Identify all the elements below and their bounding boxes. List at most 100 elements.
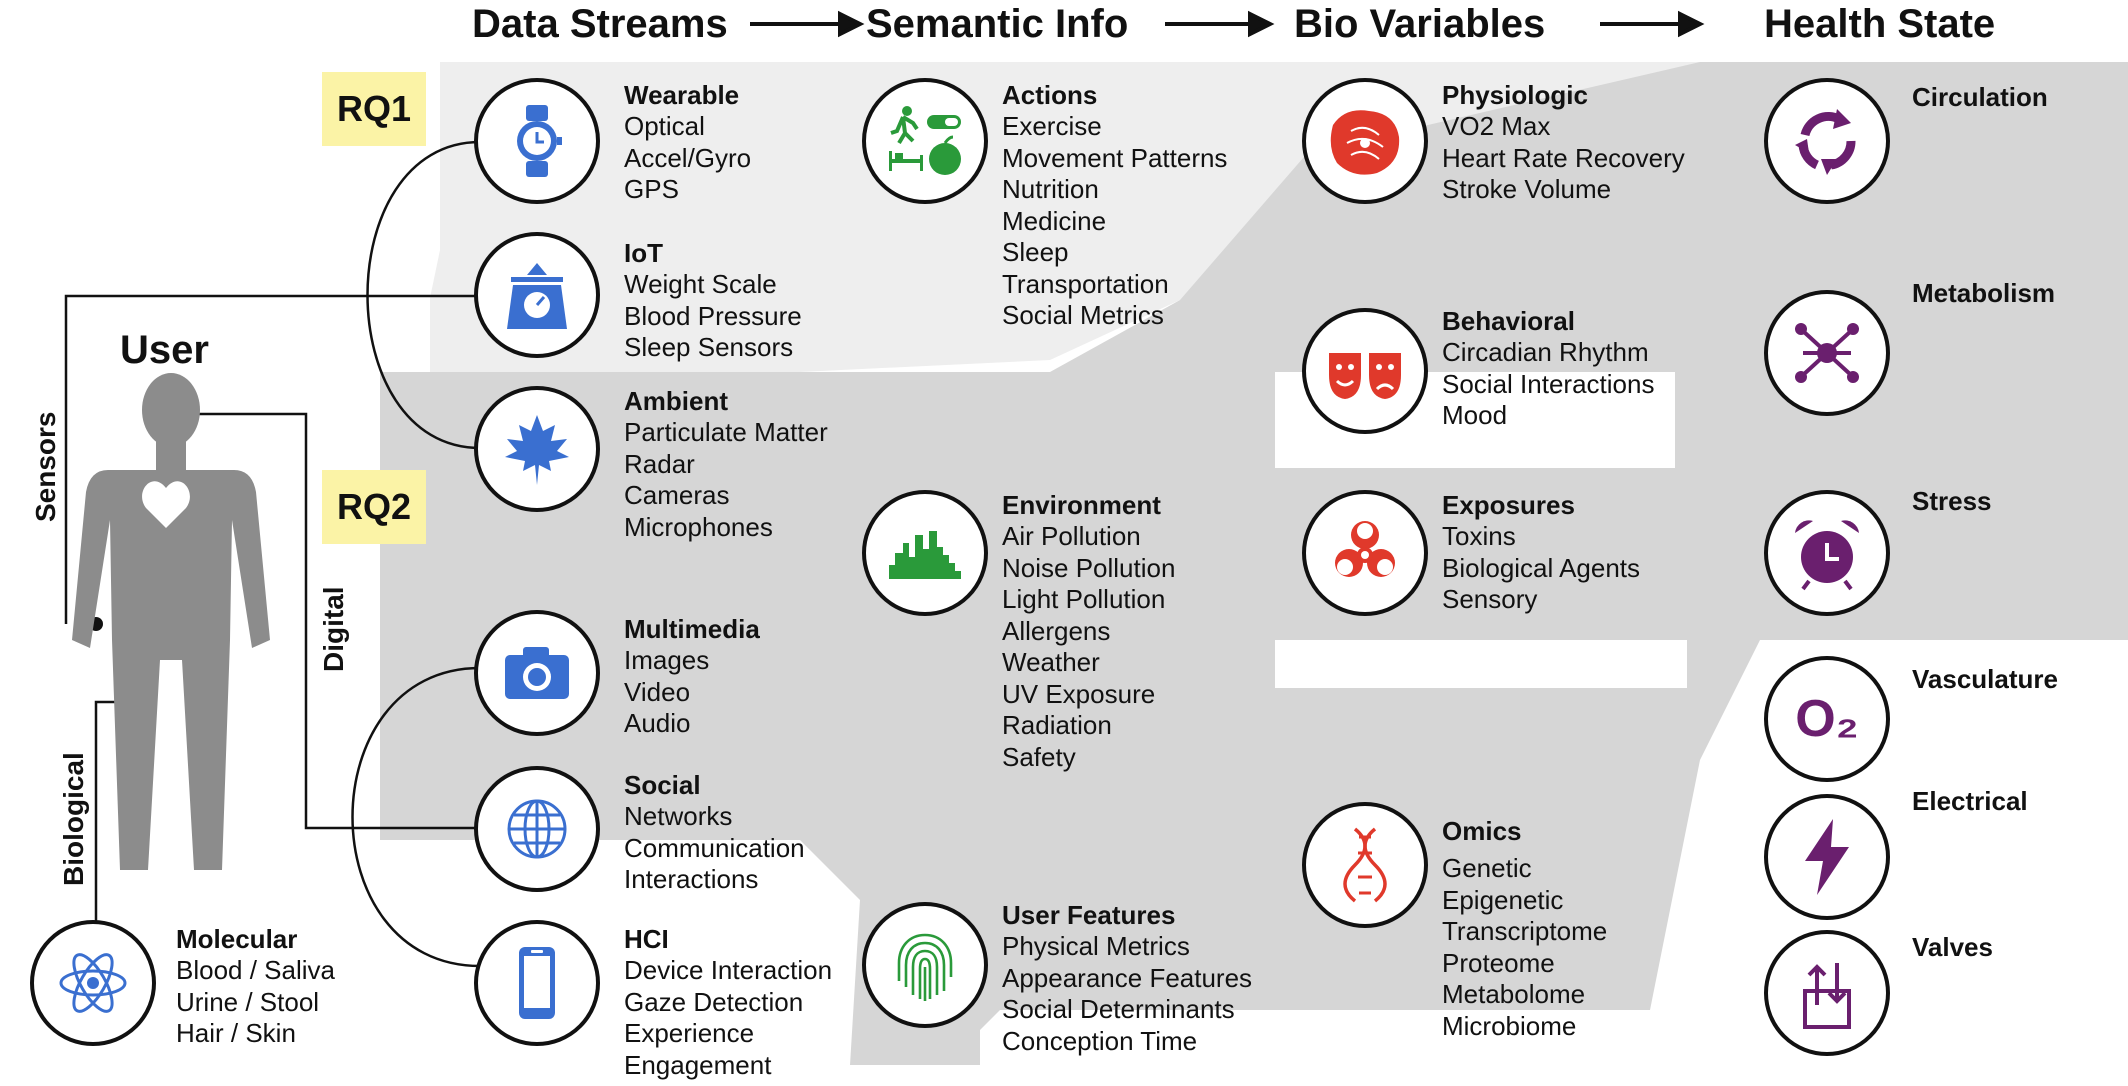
actions-item: Movement Patterns — [1002, 142, 1228, 173]
actions-item: Transportation — [1002, 268, 1169, 299]
biological-label: Biological — [58, 752, 89, 886]
lightning-bolt-icon — [1805, 819, 1849, 895]
user-features-item: Conception Time — [1002, 1025, 1198, 1056]
ambient-item: Radar — [624, 448, 695, 479]
wearable-item: GPS — [624, 174, 679, 204]
scale-icon — [507, 263, 567, 329]
phone-icon — [519, 947, 555, 1019]
user-features-title: User Features — [1002, 900, 1176, 930]
environment-item: Weather — [1002, 647, 1100, 677]
behavioral-card: Behavioral Circadian Rhythm Social Inter… — [1442, 306, 1654, 432]
exposures-circle — [1302, 490, 1428, 616]
activities-icon — [889, 106, 961, 175]
molecular-circle — [30, 920, 156, 1046]
social-circle — [474, 766, 600, 892]
oxygen-icon: O₂ — [1795, 690, 1859, 748]
heart-icon — [142, 481, 190, 528]
iot-item: Weight Scale — [624, 269, 777, 299]
sensors-label: Sensors — [30, 411, 61, 523]
actions-item: Social Metrics — [1002, 300, 1164, 330]
hci-item: Device Interaction — [624, 955, 833, 985]
hci-title: HCI — [624, 924, 669, 954]
omics-item: Microbiome — [1442, 1010, 1577, 1041]
exposures-item: Biological Agents — [1442, 552, 1641, 583]
header-semantic-info: Semantic Info — [866, 2, 1129, 46]
fingerprint-icon — [897, 933, 953, 1001]
exposures-item: Sensory — [1442, 584, 1538, 614]
multimedia-card: Multimedia Images Video Audio — [624, 614, 760, 740]
social-item: Communication — [624, 832, 805, 863]
behavioral-item: Social Interactions — [1442, 368, 1655, 399]
header-health-state: Health State — [1764, 2, 1996, 46]
rq2-tag: RQ2 — [322, 470, 426, 544]
multimedia-item: Audio — [624, 708, 691, 738]
electrical-label: Electrical — [1912, 786, 2028, 816]
user-features-item: Physical Metrics — [1002, 931, 1190, 961]
environment-item: Air Pollution — [1002, 521, 1141, 551]
vasculature-label: Vasculature — [1912, 664, 2058, 694]
molecular-item: Blood / Saliva — [176, 955, 335, 985]
alarm-clock-icon — [1795, 520, 1859, 591]
environment-title: Environment — [1002, 490, 1161, 520]
stress-label: Stress — [1912, 486, 1992, 516]
physiologic-item: Heart Rate Recovery — [1442, 142, 1685, 173]
rq1-tag: RQ1 — [322, 72, 426, 146]
social-item: Networks — [624, 801, 733, 831]
header-bio-variables: Bio Variables — [1294, 2, 1546, 46]
ambient-circle — [474, 386, 600, 512]
cycle-arrows-icon — [1795, 109, 1856, 175]
cutout-exposures — [1275, 640, 1687, 688]
molecular-card: Molecular Blood / Saliva Urine / Stool H… — [176, 924, 335, 1050]
wearable-circle — [474, 78, 600, 204]
multimedia-item: Images — [624, 645, 710, 675]
social-item: Interactions — [624, 864, 759, 894]
metabolism-label: Metabolism — [1912, 278, 2056, 308]
digital-label: Digital — [318, 586, 349, 672]
valve-icon — [1803, 963, 1851, 1029]
environment-card: Environment Air Pollution Noise Pollutio… — [1002, 490, 1175, 773]
environment-item: Safety — [1002, 741, 1076, 772]
ambient-item: Cameras — [624, 480, 730, 510]
multimedia-title: Multimedia — [624, 614, 760, 644]
connector-lines — [64, 140, 481, 968]
iot-title: IoT — [624, 238, 663, 268]
valves-label: Valves — [1912, 932, 1993, 962]
header-arrows — [750, 10, 1705, 38]
actions-circle — [862, 78, 988, 204]
globe-icon — [507, 799, 567, 859]
environment-item: UV Exposure — [1002, 678, 1156, 709]
user-features-item: Social Determinants — [1002, 994, 1235, 1024]
user-features-item: Appearance Features — [1002, 962, 1253, 993]
omics-item: Genetic — [1442, 853, 1532, 883]
iot-item: Blood Pressure — [624, 300, 802, 331]
environment-item: Radiation — [1002, 710, 1112, 740]
metabolism-circle — [1764, 290, 1890, 416]
molecular-item: Urine / Stool — [176, 986, 320, 1017]
actions-card: Actions Exercise Movement Patterns Nutri… — [1002, 80, 1227, 332]
wearable-item: Optical — [624, 111, 705, 141]
behavioral-item: Circadian Rhythm — [1442, 337, 1649, 367]
molecular-item: Hair / Skin — [176, 1018, 296, 1048]
stress-circle — [1764, 490, 1890, 616]
valves-circle — [1764, 930, 1890, 1056]
physiologic-title: Physiologic — [1442, 80, 1588, 110]
ambient-item: Microphones — [624, 511, 773, 542]
ambient-card: Ambient Particulate Matter Radar Cameras… — [624, 386, 828, 543]
omics-circle — [1302, 802, 1428, 928]
hci-item: Gaze Detection — [624, 986, 804, 1017]
biohazard-icon — [1335, 521, 1395, 577]
behavioral-circle — [1302, 308, 1428, 434]
hci-circle — [474, 920, 600, 1046]
exposures-title: Exposures — [1442, 490, 1575, 520]
iot-item: Sleep Sensors — [624, 332, 794, 362]
multimedia-item: Video — [624, 676, 691, 707]
user-label: User — [120, 328, 209, 372]
molecule-icon — [1795, 323, 1859, 383]
dna-icon — [1343, 827, 1387, 903]
omics-item: Transcriptome — [1442, 916, 1608, 946]
environment-item: Light Pollution — [1002, 584, 1166, 614]
omics-item: Epigenetic — [1442, 884, 1564, 915]
wearable-title: Wearable — [624, 80, 740, 110]
hci-item: Experience — [624, 1018, 755, 1048]
